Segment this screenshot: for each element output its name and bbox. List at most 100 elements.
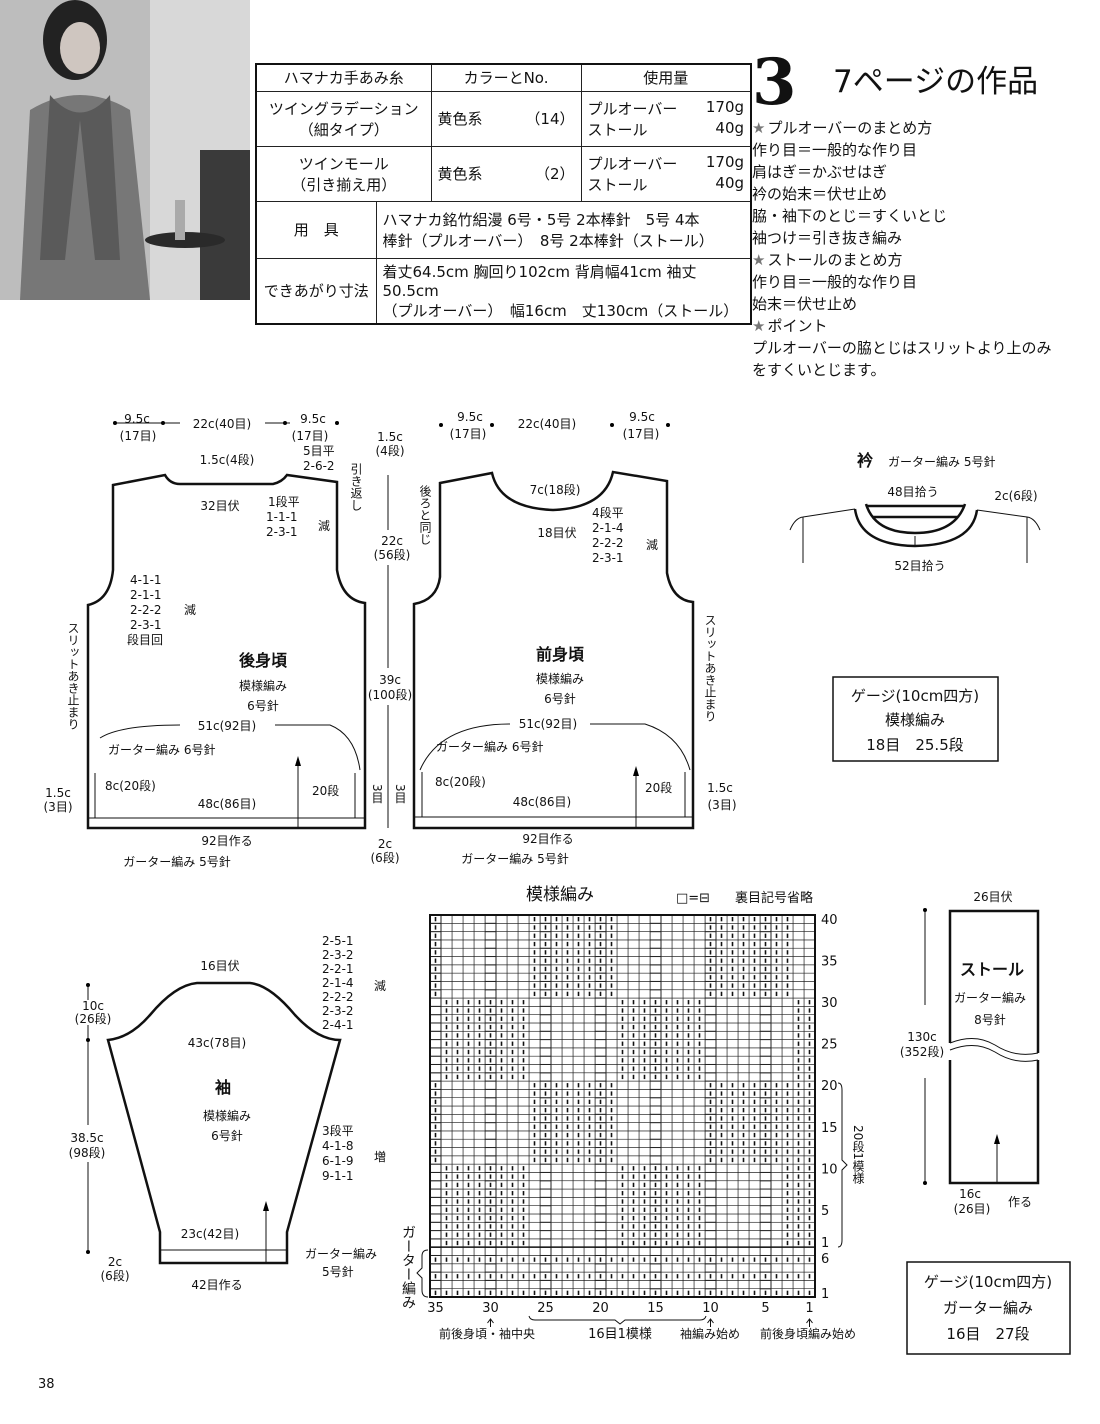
chart-cell — [781, 1064, 794, 1074]
chart-cell — [429, 1055, 442, 1065]
chart-cell — [605, 1172, 618, 1182]
chart-cell — [781, 1280, 794, 1289]
chart-cell — [462, 1155, 475, 1165]
chart-cell — [693, 939, 706, 949]
chart-cell — [792, 939, 805, 949]
chart-cell — [440, 972, 453, 982]
chart-cell — [473, 956, 486, 966]
chart-cell — [484, 1088, 497, 1099]
chart-cell — [594, 1213, 607, 1223]
chart-cell — [638, 1280, 651, 1289]
chart-cell — [748, 1163, 761, 1173]
chart-cell — [462, 972, 475, 982]
chart-cell — [594, 1014, 607, 1024]
chart-cell — [748, 1064, 761, 1074]
chart-cell — [583, 1188, 596, 1198]
chart-cell — [539, 1238, 552, 1248]
chart-cell — [550, 1246, 563, 1256]
chart-cell — [660, 1080, 673, 1090]
label: ガーター編み 5号針 — [888, 454, 995, 469]
chart-cell — [737, 1047, 750, 1057]
label: 2-6-2 — [303, 459, 335, 473]
chart-cell — [440, 1114, 453, 1123]
chart-cell — [605, 1039, 618, 1049]
chart-cell — [528, 1072, 541, 1082]
chart-cell — [627, 972, 640, 982]
chart-cell — [572, 1006, 585, 1015]
chart-cell — [737, 1180, 750, 1190]
chart-cell — [748, 1197, 761, 1206]
chart-cell — [451, 1155, 464, 1165]
header-usage: 使用量 — [580, 63, 752, 92]
chart-cell — [594, 1205, 607, 1215]
chart-cell — [803, 939, 816, 949]
chart-cell — [671, 956, 684, 966]
chart-cell — [561, 1014, 574, 1024]
label: 9.5c — [629, 410, 655, 424]
label: (17目) — [450, 427, 487, 441]
chart-cell — [649, 972, 662, 982]
chart-cell — [561, 1205, 574, 1215]
chart-cell — [572, 1221, 585, 1231]
label: 22c(40目) — [193, 417, 252, 431]
label: (4段) — [376, 443, 405, 458]
yarn-no: （14） — [525, 110, 575, 128]
instruction-line: をすくいとじます。 — [752, 359, 1052, 381]
chart-cell — [517, 1105, 530, 1115]
chart-cell — [583, 1180, 596, 1190]
chart-cell — [583, 1047, 596, 1057]
chart-cell — [803, 923, 816, 932]
repeat-stitches-label: 16目1模様 — [588, 1327, 652, 1342]
chart-cell — [737, 1014, 750, 1024]
chart-cell — [561, 1263, 574, 1273]
chart-cell — [715, 1006, 728, 1015]
header-yarn: ハマナカ手あみ糸 — [255, 63, 432, 92]
chart-cell — [803, 956, 816, 966]
label: 10c — [82, 999, 104, 1013]
gauge-stitch: 模様編み — [885, 711, 945, 729]
label: 減 — [318, 518, 330, 533]
chart-cell — [495, 923, 508, 932]
label: 18目伏 — [537, 526, 576, 540]
chart-cell — [473, 914, 486, 924]
chart-cell — [473, 923, 486, 932]
chart-cell — [671, 1155, 684, 1165]
chart-cell — [748, 1280, 761, 1289]
chart-cell — [693, 1122, 706, 1132]
sleeve-start-label: 袖編み始め — [680, 1326, 740, 1341]
label: 2-3-1 — [130, 618, 162, 632]
chart-cell — [781, 1014, 794, 1024]
chart-cell — [715, 1180, 728, 1190]
collar-diagram — [789, 503, 1041, 563]
label: 増 — [374, 1150, 386, 1164]
chart-cell — [605, 1064, 618, 1074]
chart-cell — [803, 964, 816, 974]
chart-cell — [561, 1221, 574, 1231]
chart-cell — [473, 981, 486, 991]
chart-cell — [627, 964, 640, 974]
chart-cell — [759, 1246, 772, 1256]
chart-cell — [583, 1039, 596, 1049]
chart-cell — [495, 972, 508, 982]
chart-cell — [561, 1064, 574, 1074]
chart-cell — [748, 1238, 761, 1248]
chart-cell — [539, 1063, 552, 1074]
chart-cell — [682, 939, 695, 949]
chart-cell — [528, 1163, 541, 1173]
chart-cell — [693, 1105, 706, 1115]
chart-cell — [561, 1246, 574, 1256]
chart-cell — [594, 1221, 607, 1232]
label: 2-2-2 — [322, 990, 354, 1004]
chart-cell — [748, 1055, 761, 1065]
chart-cell — [759, 1163, 772, 1173]
chart-cell — [715, 1072, 728, 1082]
chart-cell — [737, 1064, 750, 1074]
chart-cell — [605, 1280, 618, 1289]
chart-cell — [748, 1213, 761, 1223]
chart-cell — [660, 1138, 673, 1148]
chart-cell — [572, 1213, 585, 1223]
label: (98段) — [69, 1145, 106, 1160]
chart-cell — [627, 1097, 640, 1107]
chart-cell — [770, 1039, 783, 1049]
